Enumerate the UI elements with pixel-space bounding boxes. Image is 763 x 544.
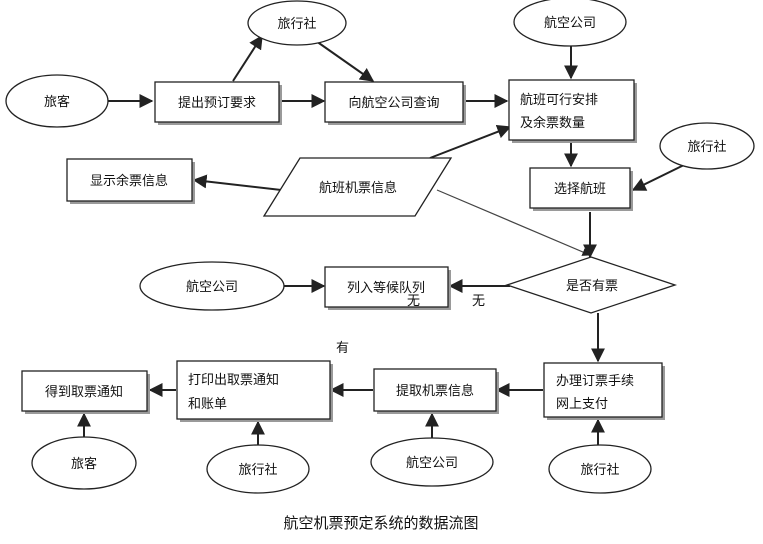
entity-agency-right: 旅行社 [659, 122, 755, 170]
process-label: 选择航班 [554, 181, 606, 197]
process-label-line1: 办理订票手续 [556, 374, 634, 389]
process-label: 提取机票信息 [396, 383, 474, 399]
edge-store-to-schedule [429, 125, 512, 159]
process-extract-ticket: 提取机票信息 [373, 368, 499, 414]
process-show-tickets: 显示余票信息 [66, 158, 195, 204]
entity-label: 旅行社 [277, 16, 316, 32]
process-label: 显示余票信息 [90, 173, 168, 189]
data-store-label: 航班机票信息 [319, 180, 397, 196]
entity-agency-bottom-right: 旅行社 [548, 444, 652, 494]
edge-store-to-show [192, 174, 291, 192]
entity-agency-bottom-left: 旅行社 [206, 444, 310, 494]
process-label: 得到取票通知 [45, 384, 123, 400]
entity-label: 旅客 [71, 456, 97, 472]
process-label-line2: 及余票数量 [520, 115, 585, 131]
process-query-airline: 向航空公司查询 [324, 81, 466, 125]
process-label-line1: 航班可行安排 [520, 92, 598, 108]
figure-caption: 航空机票预定系统的数据流图 [283, 514, 478, 532]
process-label-line2: 网上支付 [556, 397, 608, 412]
process-get-notice: 得到取票通知 [21, 370, 150, 414]
process-print-notice: 打印出取票通知 和账单 [176, 360, 333, 422]
edge-agency-to-query [315, 40, 375, 82]
process-waitlist: 列入等候队列 [324, 266, 451, 310]
edges [77, 34, 687, 446]
process-label: 提出预订要求 [178, 95, 256, 111]
edge-agency-right-to-select [631, 163, 687, 191]
decision-label: 是否有票 [566, 279, 618, 294]
process-flight-schedule: 航班可行安排 及余票数量 [508, 79, 637, 143]
processes: 提出预订要求 向航空公司查询 航班可行安排 及余票数量 显示余票信息 选择航班 … [21, 79, 665, 422]
entity-airline-top: 航空公司 [513, 0, 627, 47]
entity-label: 航空公司 [186, 279, 238, 295]
entity-label: 旅客 [44, 94, 70, 110]
entity-airline-bottom: 航空公司 [370, 437, 494, 487]
edge-submit-to-agency [232, 34, 263, 82]
entity-traveler-bottom: 旅客 [31, 436, 137, 490]
external-entities: 旅客 旅行社 航空公司 旅行社 航空公司 旅客 旅行社 航空公司 [5, 0, 755, 494]
process-label-line2: 和账单 [188, 397, 227, 412]
edge-store-to-decision [436, 189, 591, 256]
entity-label: 航空公司 [406, 455, 458, 471]
process-label: 列入等候队列 [347, 280, 425, 296]
entity-label: 旅行社 [687, 139, 726, 155]
entity-label: 旅行社 [580, 462, 619, 478]
entity-agency-top: 旅行社 [247, 0, 347, 46]
entity-label: 航空公司 [544, 15, 596, 31]
edge-label-no-2: 无 [472, 294, 485, 309]
decision-has-ticket: 是否有票 [504, 256, 678, 314]
data-store-flight-ticket-info: 航班机票信息 [262, 157, 453, 217]
edge-labels: 无 无 有 [336, 294, 485, 356]
process-handle-booking: 办理订票手续 网上支付 [543, 362, 665, 420]
edge-label-yes: 有 [336, 341, 349, 356]
process-submit-booking: 提出预订要求 [154, 81, 282, 125]
entity-traveler-top: 旅客 [5, 74, 109, 128]
entity-label: 旅行社 [238, 462, 277, 478]
process-label-line1: 打印出取票通知 [188, 372, 279, 388]
process-select-flight: 选择航班 [529, 167, 633, 211]
edge-label-no-1: 无 [407, 294, 420, 309]
entity-airline-left: 航空公司 [139, 261, 285, 311]
process-label: 向航空公司查询 [348, 95, 439, 111]
